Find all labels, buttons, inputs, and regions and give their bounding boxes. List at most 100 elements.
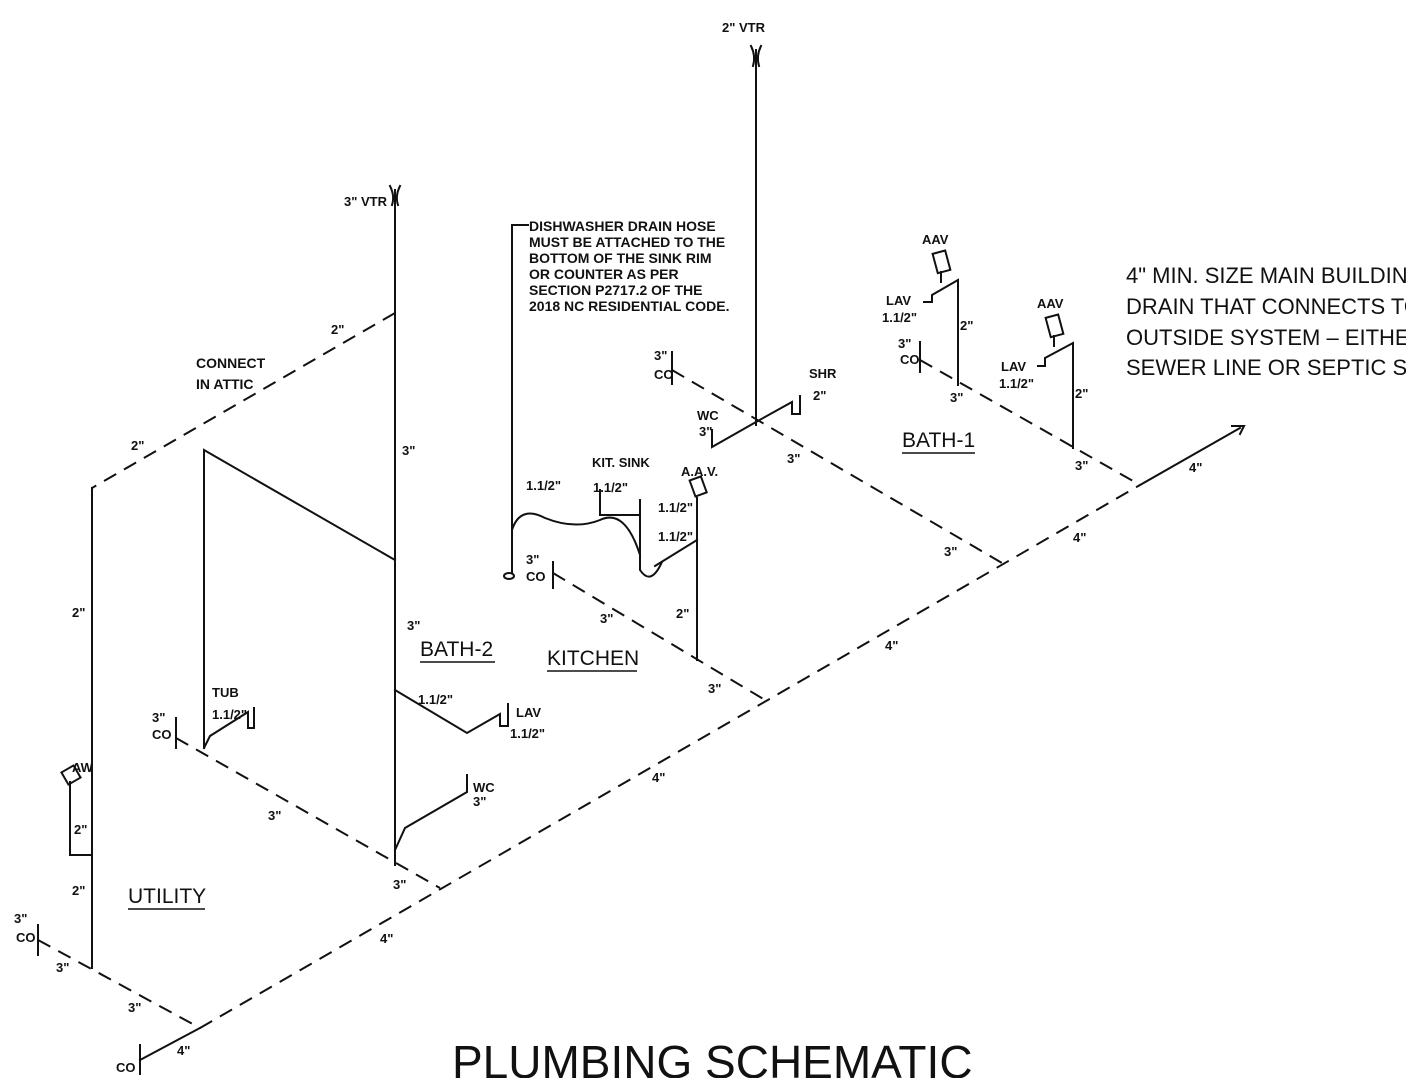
main-building-drain [199,484,1141,1029]
co-kitchen2-label: CO [654,367,674,382]
dishwasher-note-leader [511,224,529,573]
aav-bath1-icon-2 [1044,313,1065,339]
lav-bath1-label-1: LAV [886,293,911,308]
aav-kitchen-label: A.A.V. [681,464,718,479]
size-2in-utility-low: 2" [72,883,85,898]
fixture-labels: TUB LAV WC WC SHR KIT. SINK A.A.V. AAV A… [72,232,1064,795]
size-4in-main-1: 4" [380,931,393,946]
size-112-lav-bath2-fixture: 1.1/2" [510,726,545,741]
size-112-dishwasher: 1.1/2" [526,478,561,493]
room-kitchen: KITCHEN [547,647,639,670]
dishwasher-note-line-1: DISHWASHER DRAIN HOSE [529,218,716,234]
main-drain-exit [1138,426,1242,487]
vtr-2-label: 2" VTR [722,20,766,35]
attic-vent-line [91,312,396,489]
dishwasher-note-line-2: MUST BE ATTACHED TO THE [529,234,725,250]
size-112-kitchen-arm: 1.1/2" [658,529,693,544]
size-112-aav-kitchen: 1.1/2" [658,500,693,515]
bath2-drain-line [175,737,441,889]
co-bath2-size: 3" [152,710,165,725]
solid-pipes [37,44,1246,1075]
size-3in-stack: 3" [402,443,415,458]
size-labels: 2" 2" 3" 2" 3" 2" 2" 3" 3" 4" 3" 3" 4" 4… [56,310,1202,1058]
attic-note-line-1: CONNECT [196,355,266,371]
size-4in-main-4: 4" [1073,530,1086,545]
wc-bath2-label: WC [473,780,495,795]
vtr-2-icon [749,44,763,68]
room-utility: UTILITY [128,885,206,908]
aw-branch [69,789,93,856]
lav-bath2-branch [393,688,509,735]
size-3in-bath2: 3" [407,618,420,633]
aav-bath1-icon-1 [931,249,952,275]
size-4in-main-2: 4" [652,770,665,785]
size-4in-main-5: 4" [1189,460,1202,475]
kit-sink-tailpiece [599,489,641,516]
lav-bath2-label: LAV [516,705,541,720]
main-drain-note-line-3: OUTSIDE SYSTEM – EITHER [1126,325,1406,350]
dishwasher-drain-icon [503,572,515,580]
dishwasher-note-line-6: 2018 NC RESIDENTIAL CODE. [529,298,729,314]
attic-note: CONNECT IN ATTIC [196,355,266,392]
dishwasher-note-line-5: SECTION P2717.2 OF THE [529,282,703,298]
size-3in-kitchen-co: 3" [654,348,667,363]
size-112-kit-sink: 1.1/2" [593,480,628,495]
wc-kitchen-label: WC [697,408,719,423]
aav-bath1-label-2: AAV [1037,296,1064,311]
tub-vent [203,448,397,749]
size-2in-kitchen: 2" [676,606,689,621]
vent-labels: 3" VTR 2" VTR [344,20,766,209]
dishwasher-note-line-4: OR COUNTER AS PER [529,266,679,282]
size-3in-bath2-end: 3" [393,877,406,892]
kitchen-drain-line [552,572,766,701]
lav-bath1-label-2: LAV [1001,359,1026,374]
co-utility-label: CO [16,930,36,945]
attic-note-line-2: IN ATTIC [196,376,254,392]
utility-drain-line [37,939,201,1029]
dishwasher-note: DISHWASHER DRAIN HOSE MUST BE ATTACHED T… [529,218,729,314]
size-3in-bath2-drain: 3" [268,808,281,823]
size-3in-main: 3" [128,1000,141,1015]
size-2in-attic-lower: 2" [131,438,144,453]
size-3in-wc-kitchen: 3" [699,424,712,439]
kit-sink-label: KIT. SINK [592,455,650,470]
size-2in-aw: 2" [74,822,87,837]
co-bath1-label: CO [900,352,920,367]
aw-label: AW [72,760,94,775]
co-main-label: CO [116,1060,136,1075]
page-title: PLUMBING SCHEMATIC [452,1036,973,1078]
main-drain-note: 4" MIN. SIZE MAIN BUILDING DRAIN THAT CO… [1126,263,1406,380]
room-bath1: BATH-1 [902,429,975,452]
main-drain-note-line-4: SEWER LINE OR SEPTIC SYSTEM [1126,355,1406,380]
size-4in-main-3: 4" [885,638,898,653]
size-2in-shr: 2" [813,388,826,403]
size-112-tub: 1.1/2" [212,707,247,722]
size-3in-kitchen-shr: 3" [787,451,800,466]
size-112-lav-bath2: 1.1/2" [418,692,453,707]
co-utility-size: 3" [14,911,27,926]
size-3in-kitchen: 3" [600,611,613,626]
kitchen-shower-drain-line [671,369,1003,564]
bath1-lav2-vent [1037,341,1074,449]
main-drain-note-line-2: DRAIN THAT CONNECTS TO AN [1126,294,1406,319]
size-3in-utility: 3" [56,960,69,975]
room-labels: UTILITY BATH-2 KITCHEN BATH-1 [128,429,975,910]
aav-bath1-label-1: AAV [922,232,949,247]
tub-label: TUB [212,685,239,700]
size-2in-attic-upper: 2" [331,322,344,337]
main-drain-note-line-1: 4" MIN. SIZE MAIN BUILDING [1126,263,1406,288]
dishwasher-note-line-3: BOTTOM OF THE SINK RIM [529,250,712,266]
bath1-drain-line [919,359,1141,486]
size-3in-kitchen-end: 3" [708,681,721,696]
shr-label: SHR [809,366,837,381]
size-3in-wc-bath2: 3" [473,794,486,809]
co-kitchen-size: 3" [526,552,539,567]
size-112-bath1-lav1: 1.1/2" [882,310,917,325]
cleanout-labels: 3" CO 3" CO CO 3" CO 3" CO CO [14,336,920,1075]
main-drain-arrow [1231,425,1246,436]
size-2in-bath1-a: 2" [960,318,973,333]
tub-trap [202,707,255,750]
co-bath1-size: 3" [898,336,911,351]
wc-bath2-branch [393,774,468,852]
kitchen-sink-trap [639,499,664,578]
